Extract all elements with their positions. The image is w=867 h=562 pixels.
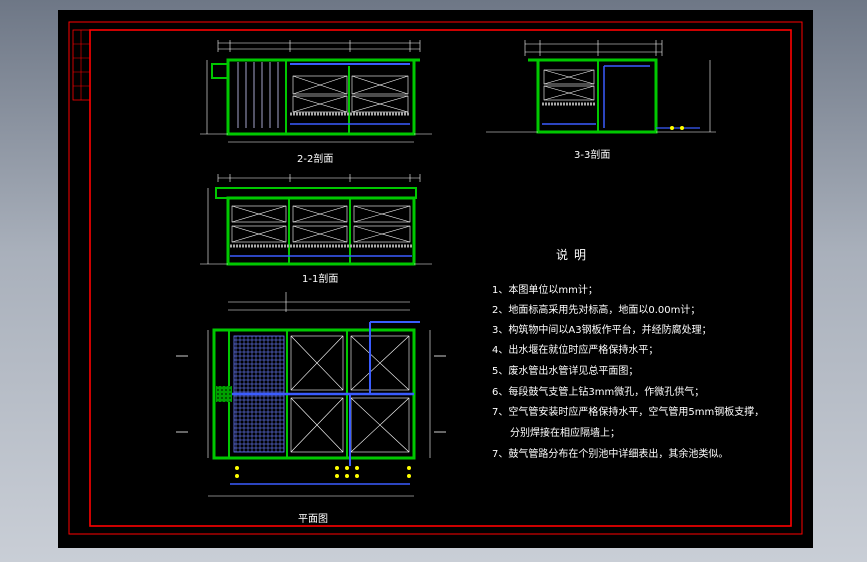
plan-view-drawing (176, 292, 446, 497)
note-item: 5、废水管出水管详见总平面图； (492, 366, 639, 377)
drawing-sheet (58, 10, 813, 548)
plan-view-title: 平面图 (298, 514, 328, 525)
note-item: 3、构筑物中间以A3钢板作平台，并经防腐处理； (492, 325, 712, 336)
note-item: 1、本图单位以mm计； (492, 285, 598, 296)
note-item: 2、地面标高采用先对标高，地面以0.00m计； (492, 305, 701, 316)
note-item: 7、鼓气管路分布在个别池中详细表出，其余池类似。 (492, 449, 729, 460)
note-item: 6、每段鼓气支管上钻3mm微孔，作微孔供气； (492, 387, 705, 398)
drawing-frame (68, 21, 803, 535)
section-2-2-title: 2-2剖面 (297, 154, 334, 165)
section-3-3-title: 3-3剖面 (574, 150, 611, 161)
section-3-3-drawing (486, 40, 716, 134)
section-2-2-drawing (200, 40, 432, 143)
note-item: 4、出水堰在就位时应严格保持水平； (492, 345, 659, 356)
section-1-1-title: 1-1剖面 (302, 274, 339, 285)
note-item: 7、空气管安装时应严格保持水平，空气管用5mm钢板支撑， (492, 407, 765, 418)
section-1-1-drawing (200, 174, 432, 266)
note-item: 分别焊接在相应隔墙上； (510, 428, 620, 439)
notes-title: 说明 (556, 248, 593, 262)
